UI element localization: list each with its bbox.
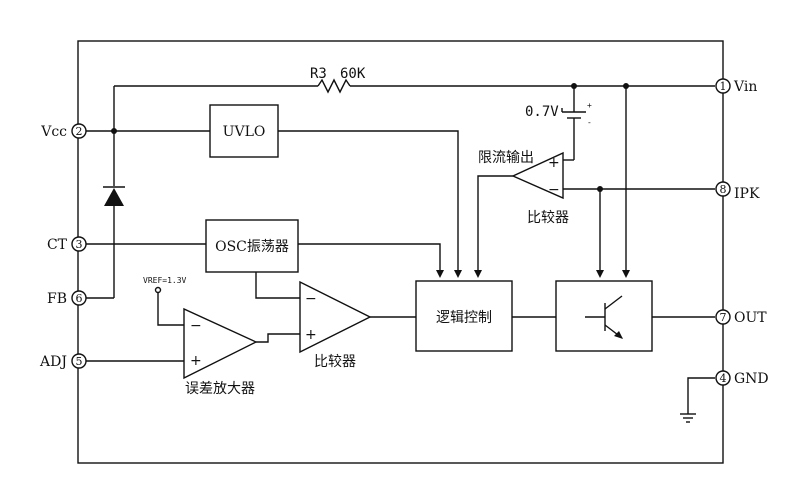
r3-value: 60K	[340, 66, 366, 82]
pin-5-label: ADJ	[39, 354, 67, 370]
transistor-collector	[604, 295, 623, 310]
pin-6-num: 6	[76, 292, 83, 305]
r3-name: R3	[310, 66, 327, 82]
wire-osc-logic	[298, 243, 441, 276]
pin-3-label: CT	[47, 237, 68, 253]
comp-top-minus: −	[548, 182, 560, 198]
pin-7-num: 7	[720, 311, 727, 324]
osc-label: OSC振荡器	[215, 239, 289, 255]
pin-4	[715, 370, 731, 386]
uvlo-block	[209, 104, 279, 158]
comparator-top	[511, 151, 564, 200]
pin-2-label: Vcc	[40, 124, 67, 140]
pin-5	[71, 353, 87, 369]
pin-3	[71, 236, 87, 252]
pin-7-label: OUT	[734, 310, 767, 326]
pin-4-num: 4	[720, 372, 727, 385]
comparator-mid-label: 比较器	[314, 354, 356, 370]
wire-err-comp	[256, 333, 300, 343]
error-amplifier	[183, 307, 258, 380]
current-limit-label: 限流输出	[478, 150, 534, 166]
pin-1	[715, 78, 731, 94]
arrow-head	[596, 270, 604, 278]
wire-comp-logic	[477, 175, 513, 276]
arrow-head	[474, 270, 482, 278]
ref-voltage: 0.7V	[525, 104, 559, 120]
comp-mid-minus: −	[305, 291, 317, 307]
pin-6-label: FB	[47, 291, 67, 307]
diode	[104, 188, 124, 206]
comparator-top-label: 比较器	[527, 210, 569, 226]
osc-block	[205, 219, 299, 273]
pin-8-label: IPK	[734, 186, 760, 202]
comp-top-plus: +	[548, 155, 560, 171]
pin-7	[715, 309, 731, 325]
pin-8	[715, 181, 731, 197]
err-minus: −	[190, 318, 202, 334]
wire-uvlo-logic	[278, 130, 459, 276]
arrow-head	[622, 270, 630, 278]
arrow-head	[454, 270, 462, 278]
battery-plus: +	[587, 101, 592, 110]
error-amp-label: 误差放大器	[185, 381, 255, 397]
arrow-head	[436, 270, 444, 278]
switch-block	[555, 280, 653, 352]
transistor-arrow	[614, 331, 623, 339]
vref-label: VREF=1.3V	[143, 276, 187, 285]
logic-label: 逻辑控制	[436, 310, 492, 326]
wire-gnd	[687, 377, 715, 414]
wire-vref	[157, 292, 184, 326]
resistor-r3	[317, 78, 351, 94]
pin-2	[71, 123, 87, 139]
pin-6	[71, 290, 87, 306]
pin-3-num: 3	[76, 238, 83, 251]
pin-4-label: GND	[734, 371, 769, 387]
pin-1-num: 1	[720, 80, 727, 93]
pin-1-label: Vin	[733, 79, 757, 95]
pin-8-num: 8	[720, 183, 727, 196]
err-plus: +	[190, 353, 202, 369]
comp-mid-plus: +	[305, 327, 317, 343]
pin-2-num: 2	[76, 125, 83, 138]
chip-outline	[77, 40, 724, 464]
wire-osc-comp	[255, 272, 300, 299]
comparator-mid	[299, 280, 372, 354]
logic-block	[415, 280, 513, 352]
uvlo-label: UVLO	[223, 124, 266, 140]
battery-minus: -	[587, 118, 592, 127]
vref-node	[154, 286, 162, 294]
pin-5-num: 5	[76, 355, 83, 368]
